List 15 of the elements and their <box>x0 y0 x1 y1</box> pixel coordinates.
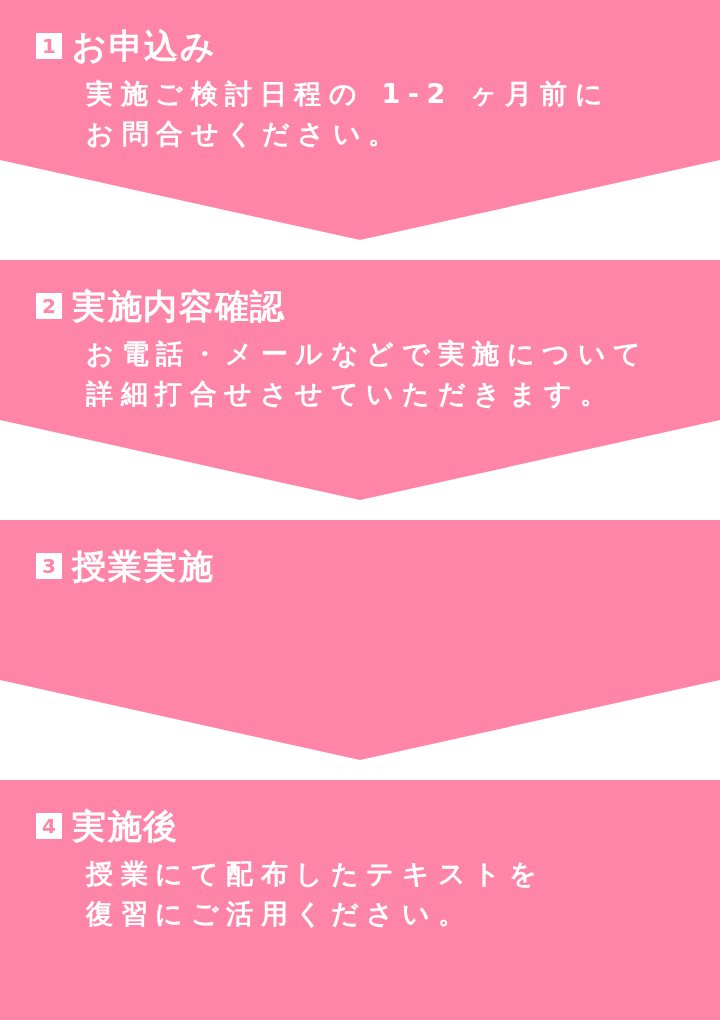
chevron-arrow <box>0 680 720 760</box>
step-box <box>0 780 720 1020</box>
step-description: 実施ご検討日程の 1-2 ヶ月前にお問合せください。 <box>86 77 612 151</box>
step-title: 授業実施 <box>72 545 215 588</box>
step-number: 4 <box>36 813 62 839</box>
chevron-arrow <box>0 420 720 500</box>
step-description: お電話・メールなどで実施について詳細打合せさせていただきます。 <box>86 337 650 411</box>
step-number: 1 <box>36 33 62 59</box>
chevron-arrow <box>0 160 720 240</box>
step-number: 2 <box>36 293 62 319</box>
step-description: 授業にて配布したテキストを復習にご活用ください。 <box>86 857 546 931</box>
step-title: 実施内容確認 <box>72 285 287 328</box>
step-title: お申込み <box>72 25 217 68</box>
step-number: 3 <box>36 553 62 579</box>
step-title: 実施後 <box>72 805 180 848</box>
